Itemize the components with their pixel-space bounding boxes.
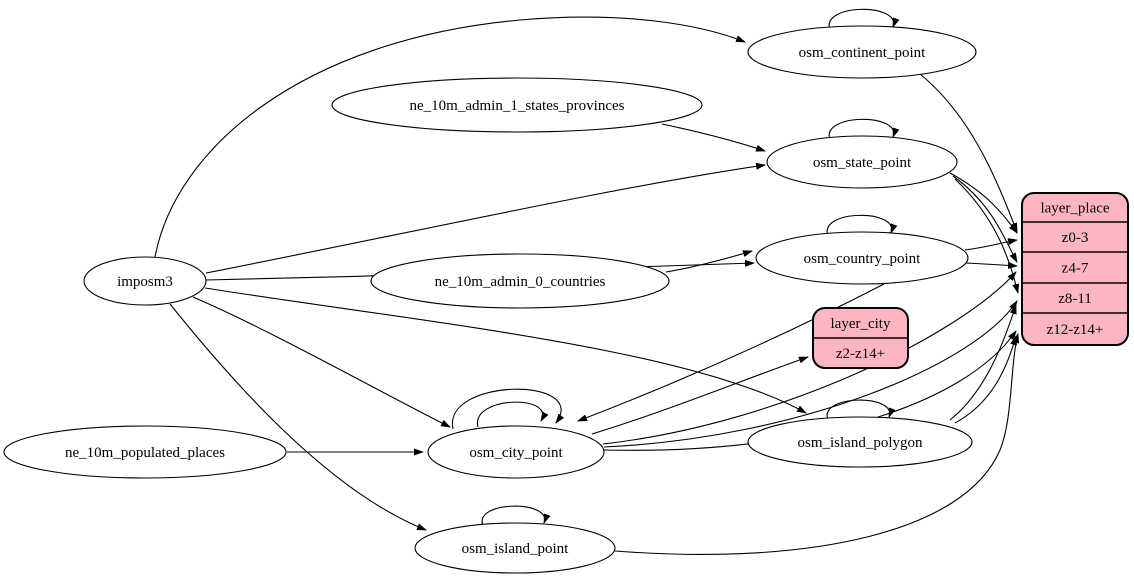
osm_country_point-shape <box>755 231 969 285</box>
edge-imposm3-to-osm_continent_point <box>154 16 746 258</box>
imposm3-shape <box>83 256 207 306</box>
edge-imposm3-to-osm_state_point <box>205 162 766 274</box>
osm_city_point-label: osm_city_point <box>469 445 563 461</box>
edge-osm_city_point-to-osm_city_point <box>452 388 565 430</box>
layer_place-row-label: layer_place <box>1040 201 1109 217</box>
edge-imposm3-to-osm_island_polygon <box>204 287 807 414</box>
node-osm-continent-point: osm_continent_point <box>747 25 977 79</box>
edge-osm_city_point-to-layer_place:z4-7 <box>602 271 1017 445</box>
edge-osm_state_point-to-layer_place:z8-11 <box>954 178 1020 294</box>
layer_city-row-label: layer_city <box>831 316 891 332</box>
edges-layer <box>154 8 1020 555</box>
edge-imposm3-to-osm_island_point <box>169 303 427 531</box>
node-imposm3: imposm3 <box>83 256 207 306</box>
edge-osm_island_point-to-osm_island_point <box>481 505 551 527</box>
node-osm-country-point: osm_country_point <box>755 231 969 285</box>
node-osm-island-point: osm_island_point <box>414 522 616 574</box>
osm_island_point-shape <box>414 522 616 574</box>
layer_place-row-label: z12-z14+ <box>1047 322 1104 338</box>
layer_place-row-label: z4-7 <box>1062 261 1089 277</box>
node-ne-10m-populated-places: ne_10m_populated_places <box>3 425 287 479</box>
layer_city-row-label: z2-z14+ <box>836 346 885 362</box>
edge-imposm3-to-osm_city_point <box>192 296 451 428</box>
ne_10m_admin_0_countries-label: ne_10m_admin_0_countries <box>435 274 606 290</box>
edge-osm_island_point-to-layer_place:z12-z14+ <box>614 333 1020 555</box>
ne_10m_populated_places-label: ne_10m_populated_places <box>65 445 225 461</box>
edge-osm_continent_point-to-layer_place:z0-3 <box>919 73 1018 233</box>
osm_state_point-label: osm_state_point <box>813 155 912 171</box>
edge-osm_country_point-to-osm_country_point <box>826 214 898 237</box>
edge-osm_state_point-to-layer_place:z4-7 <box>952 175 1018 263</box>
edge-osm_country_point-to-layer_place:z4-7 <box>965 261 1018 269</box>
node-osm-city-point: osm_city_point <box>427 425 605 479</box>
edge-osm_city_point-to-layer_place:z8-11 <box>603 300 1018 448</box>
edge-osm_city_point-to-layer_city <box>591 356 809 435</box>
edge-osm_state_point-to-layer_place:z0-3 <box>949 172 1018 234</box>
imposm3-label: imposm3 <box>117 274 173 290</box>
node-osm-island-polygon: osm_island_polygon <box>747 416 973 468</box>
edge-osm_country_point-to-osm_city_point <box>577 283 885 422</box>
node-layer-city: layer_city z2-z14+ <box>812 307 909 369</box>
edge-osm_continent_point-to-osm_continent_point <box>828 8 900 31</box>
edge-ne_10m_admin_0_countries-to-osm_country_point <box>665 250 753 273</box>
edge-ne_10m_admin_1_states_provinces-to-osm_state_point <box>661 123 766 152</box>
ne_10m_admin_1_states_provinces-label: ne_10m_admin_1_states_provinces <box>410 98 625 114</box>
osm_island_polygon-shape <box>747 416 973 468</box>
ne_10m_admin_0_countries-shape <box>370 253 670 309</box>
osm_city_point-shape <box>427 425 605 479</box>
osm_country_point-label: osm_country_point <box>804 251 921 267</box>
osm_state_point-shape <box>766 135 958 189</box>
layer_place-shape <box>1021 192 1129 346</box>
edge-osm_island_polygon-to-osm_island_polygon <box>826 399 896 421</box>
edge-osm_island_polygon-to-layer_place:z8-11 <box>949 304 1017 421</box>
node-ne-10m-admin-0-countries: ne_10m_admin_0_countries <box>370 253 670 309</box>
ne_10m_admin_1_states_provinces-shape <box>331 77 703 133</box>
osm_island_polygon-label: osm_island_polygon <box>797 435 923 451</box>
edge-osm_island_polygon-to-layer_place:z12-z14+ <box>954 335 1017 424</box>
edge-osm_city_point-to-osm_city_point <box>477 401 549 428</box>
nodes-layer: imposm3 ne_10m_admin_1_states_provincesne… <box>3 25 1129 574</box>
edge-osm_country_point-to-layer_place:z0-3 <box>964 238 1018 251</box>
layer_place-row-label: z8-11 <box>1058 291 1092 307</box>
osm_island_point-label: osm_island_point <box>462 541 570 557</box>
node-layer-place: layer_place z0-3 z4-7 z8-11 z12-z14+ <box>1021 192 1129 346</box>
edge-osm_state_point-to-osm_state_point <box>828 118 900 141</box>
layer_place-row-label: z0-3 <box>1062 230 1089 246</box>
osm_continent_point-label: osm_continent_point <box>799 45 926 61</box>
ne_10m_populated_places-shape <box>3 425 287 479</box>
node-osm-state-point: osm_state_point <box>766 135 958 189</box>
node-ne-10m-admin-1-states-provinces: ne_10m_admin_1_states_provinces <box>331 77 703 133</box>
osm_continent_point-shape <box>747 25 977 79</box>
